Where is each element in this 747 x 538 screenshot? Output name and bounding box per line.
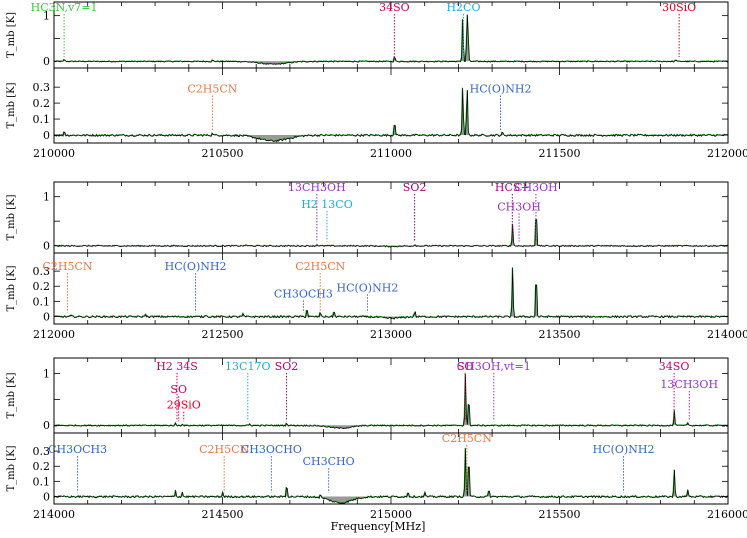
molecule-label: HC(O)NH2 [336, 281, 398, 294]
molecule-label: HCS+ [495, 181, 530, 194]
panel-frame [53, 181, 729, 254]
molecule-label: 29SiO [167, 399, 201, 412]
x-tick-label: 214000 [33, 508, 75, 521]
y-tick-label: 0 [43, 419, 50, 432]
molecule-label: C2H5CN [42, 260, 92, 273]
molecule-label: H2 34S [156, 360, 198, 373]
panel-frame [53, 67, 729, 144]
x-tick-label: 211000 [370, 147, 412, 160]
panel-3-bottom: 0 0.1 0.2 0.3 214000 214500 215000 215500 216000… [6, 432, 747, 521]
molecule-label: SO [170, 383, 187, 396]
x-tick-label: 214000 [707, 328, 747, 341]
molecule-label: 13CH3OH [288, 181, 346, 194]
y-tick-label: 0 [43, 240, 50, 253]
x-tick-label: 212500 [202, 328, 244, 341]
y-axis-label: T_mb [K] [6, 445, 17, 491]
y-axis-label: T_mb [K] [6, 12, 17, 58]
molecule-label: HC3N,v7=1 [31, 1, 98, 14]
molecule-label: 13C17O [225, 360, 270, 373]
spectrum-observed [54, 14, 729, 65]
spectrum-fill [54, 373, 728, 429]
y-tick-label: 0.1 [33, 113, 51, 126]
panel-2-bottom: 0 0.1 0.2 0.3 212000 212500 213000 213500 214000… [6, 252, 747, 341]
spectrum-observed [54, 374, 729, 430]
y-tick-label: 0.1 [33, 475, 51, 488]
spectrum-fill [54, 219, 728, 247]
x-tick-label: 213500 [539, 328, 581, 341]
molecule-label: 34SO [659, 360, 690, 373]
x-tick-label: 215000 [370, 508, 412, 521]
x-tick-label: 212000 [33, 328, 75, 341]
molecule-label: C2H5CN [199, 443, 249, 456]
molecule-label: CH3OCH3 [274, 287, 333, 300]
y-axis-label: T_mb [K] [6, 194, 17, 240]
molecule-label: CH3OCH3 [48, 443, 107, 456]
molecule-label: HC(O)NH2 [165, 260, 227, 273]
molecule-label: CH3CHO [303, 455, 355, 468]
spectrum-model [53, 218, 729, 248]
y-tick-label: 0.3 [33, 81, 51, 94]
molecule-label: 34SO [379, 1, 410, 14]
molecule-label: SO2 [275, 360, 299, 373]
y-tick-label: 0.2 [33, 460, 51, 473]
molecule-label: 13CH3OH [660, 378, 718, 391]
x-tick-label: 216000 [707, 508, 747, 521]
molecule-label: H2CO [446, 1, 480, 14]
x-tick-label: 210000 [33, 147, 75, 160]
molecule-label: SO2 [403, 181, 427, 194]
x-tick-label: 213000 [370, 328, 412, 341]
x-axis-label: Frequency[MHz] [331, 520, 426, 533]
y-tick-label: 1 [43, 191, 50, 204]
y-axis-label: T_mb [K] [6, 372, 17, 418]
molecule-label: SO [457, 360, 474, 373]
y-tick-label: 0 [43, 55, 50, 68]
y-tick-label: 0.1 [33, 295, 51, 308]
spectrum-model [53, 87, 729, 143]
molecule-label: C2H5CN [187, 83, 237, 96]
panel-1-bottom: 0 0.1 0.2 0.3 210000 210500 211000 211500 212000… [6, 67, 747, 160]
molecule-label: CH3OCHO [241, 443, 302, 456]
y-tick-label: 0.3 [33, 445, 51, 458]
y-tick-label: 0 [43, 129, 50, 142]
spectrum-model [53, 14, 728, 65]
x-tick-label: 214500 [202, 508, 244, 521]
spectrum-observed [54, 88, 729, 143]
molecule-label: HC(O)NH2 [593, 443, 655, 456]
y-tick-label: 0.2 [33, 97, 51, 110]
panel-1-top: 0 1 T_mb [K] HC3N,v7=1 34SO H2CO 30SiO [6, 1, 729, 69]
y-tick-label: 1 [43, 368, 50, 381]
y-axis-label: T_mb [K] [6, 265, 17, 311]
molecule-label: H2 13CO [301, 198, 353, 211]
y-axis-label: T_mb [K] [6, 82, 17, 128]
molecule-label: 30SiO [662, 1, 696, 14]
molecule-label: CH3OH,vt=1 [457, 360, 531, 373]
spectrum-fill [54, 87, 728, 142]
molecule-label: CH3OH [514, 181, 558, 194]
spectrum-observed [54, 448, 729, 504]
y-tick-label: 1 [43, 10, 50, 23]
molecule-label: C2H5CN [295, 260, 345, 273]
panel-frame [53, 357, 729, 434]
y-tick-label: 0.3 [33, 265, 51, 278]
y-tick-label: 0 [43, 490, 50, 503]
spectrum-fill [54, 14, 728, 65]
x-tick-label: 212000 [707, 147, 747, 160]
x-tick-label: 215500 [539, 508, 581, 521]
molecule-label: CH3OH [497, 200, 541, 213]
y-tick-label: 0 [43, 310, 50, 323]
spectrum-model [53, 373, 729, 429]
molecule-label: HC(O)NH2 [470, 83, 532, 96]
molecule-label: C2H5CN [442, 432, 492, 445]
y-tick-label: 0.2 [33, 280, 51, 293]
x-tick-label: 210500 [202, 147, 244, 160]
x-tick-label: 211500 [539, 147, 581, 160]
spectrum-observed [54, 219, 729, 248]
